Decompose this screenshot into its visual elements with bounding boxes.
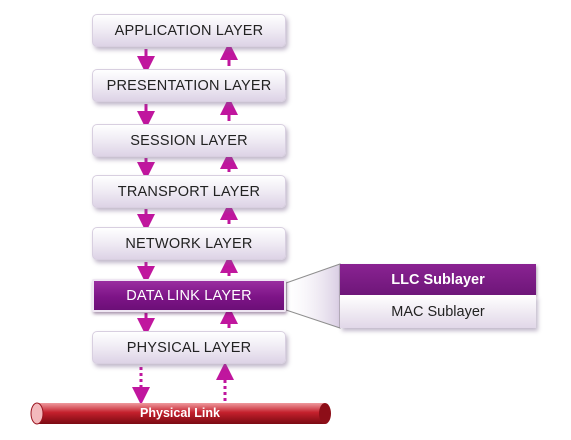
layer-label: TRANSPORT LAYER [117,183,261,200]
layer-label: SESSION LAYER [130,132,248,149]
layer-arrows [132,42,238,405]
sublayer-label: MAC Sublayer [391,303,485,320]
layer-application: APPLICATION LAYER [92,14,286,47]
layer-presentation: PRESENTATION LAYER [92,69,286,102]
layer-label: DATA LINK LAYER [126,287,252,304]
layer-network: NETWORK LAYER [92,227,286,260]
llc-sublayer: LLC Sublayer [340,264,536,295]
layer-transport: TRANSPORT LAYER [92,175,286,208]
physical-link-tube [30,402,331,425]
sublayer-connector [285,263,341,329]
layer-label: NETWORK LAYER [125,235,253,252]
sublayer-label: LLC Sublayer [391,271,485,288]
layer-data-link: DATA LINK LAYER [92,279,286,312]
layer-label: APPLICATION LAYER [114,22,264,39]
layer-session: SESSION LAYER [92,124,286,157]
layer-physical: PHYSICAL LAYER [92,331,286,364]
layer-label: PHYSICAL LAYER [126,339,252,356]
physical-link-label: Physical Link [140,406,220,420]
layer-label: PRESENTATION LAYER [106,77,272,94]
mac-sublayer: MAC Sublayer [340,295,536,328]
